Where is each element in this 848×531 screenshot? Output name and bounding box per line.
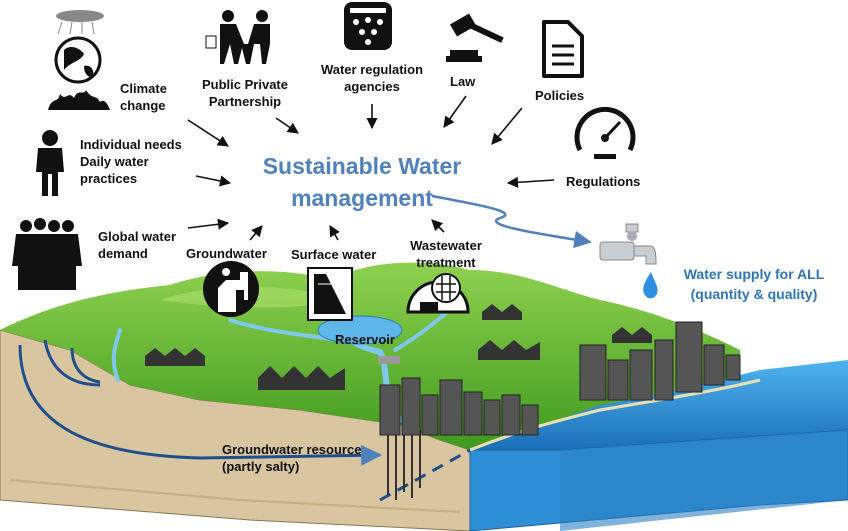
agencies-line2: agencies [344, 79, 400, 94]
reservoir-lake [317, 315, 403, 345]
gauge-icon [574, 106, 636, 159]
global-demand-label: Global water demand [98, 228, 176, 262]
policies-label: Policies [535, 88, 585, 103]
surface-water-label: Surface water [291, 247, 377, 262]
water-supply-label: Water supply for ALL (quantity & quality… [664, 264, 844, 304]
globe-fire-icon [48, 10, 110, 110]
individual-line1: Individual needs [80, 137, 182, 152]
global-demand-line2: demand [98, 246, 148, 261]
title-line2: management [291, 185, 433, 211]
river-branch [111, 328, 122, 382]
global-demand-line1: Global water [98, 229, 177, 244]
ppp-line2: Partnership [208, 94, 282, 109]
groundwater-resource-line1: Groundwater resource [222, 442, 362, 457]
green-hills [0, 262, 740, 450]
ppp-label: Public Private Partnership [196, 76, 294, 110]
individual-needs-label: Individual needs Daily water practices [80, 136, 182, 187]
sea-side [560, 430, 848, 531]
groundwater-flow-line [18, 344, 383, 466]
agencies-label: Water regulation agencies [312, 61, 432, 95]
document-icon [542, 20, 584, 78]
water-drops-icon [344, 2, 392, 50]
groundwater-resource-label: Groundwater resource (partly salty) [222, 441, 361, 475]
title-line1: Sustainable Water [262, 153, 462, 179]
wastewater-line2: treatment [416, 255, 476, 270]
person-icon [36, 130, 64, 196]
climate-change-line2: change [120, 98, 166, 113]
handshake-icon [205, 10, 270, 64]
individual-line3: practices [80, 171, 138, 186]
climate-change-line1: Climate [120, 81, 167, 96]
groundwater-resource-line2: (partly salty) [222, 459, 300, 474]
ppp-line1: Public Private [202, 77, 288, 92]
law-label: Law [450, 74, 476, 89]
driver-arrows [187, 95, 555, 241]
house-clusters [145, 304, 652, 390]
climate-change-label: Climate change [120, 80, 167, 114]
salt-water-interface [379, 448, 471, 502]
wastewater-line1: Wastewater [410, 238, 482, 253]
gavel-icon [446, 13, 504, 62]
groundwater-pump-icon [203, 261, 259, 317]
groundwater-flow-line [43, 339, 101, 387]
treatment-plant-icon [406, 273, 470, 314]
supply-arrow [431, 194, 592, 249]
diagram-title: Sustainable Water management [222, 150, 502, 214]
individual-line2: Daily water [80, 154, 149, 169]
water-supply-line2: (quantity & quality) [690, 286, 818, 302]
agencies-line1: Water regulation [320, 62, 424, 77]
dam-wall [378, 356, 400, 364]
wastewater-label: Wastewater treatment [406, 237, 486, 271]
groundwater-flow-line [70, 347, 101, 384]
groundwater-label: Groundwater [186, 246, 267, 261]
regulations-label: Regulations [566, 174, 641, 189]
crowd-icon [12, 218, 82, 290]
reservoir-label: Reservoir [335, 332, 395, 347]
well-pipes [387, 430, 421, 500]
water-supply-line1: Water supply for ALL [683, 266, 825, 282]
city-buildings [379, 321, 741, 436]
water-drop-icon [643, 272, 658, 299]
water-tap-icon [599, 223, 658, 299]
soil-texture [9, 479, 461, 513]
dam-icon [307, 267, 353, 321]
